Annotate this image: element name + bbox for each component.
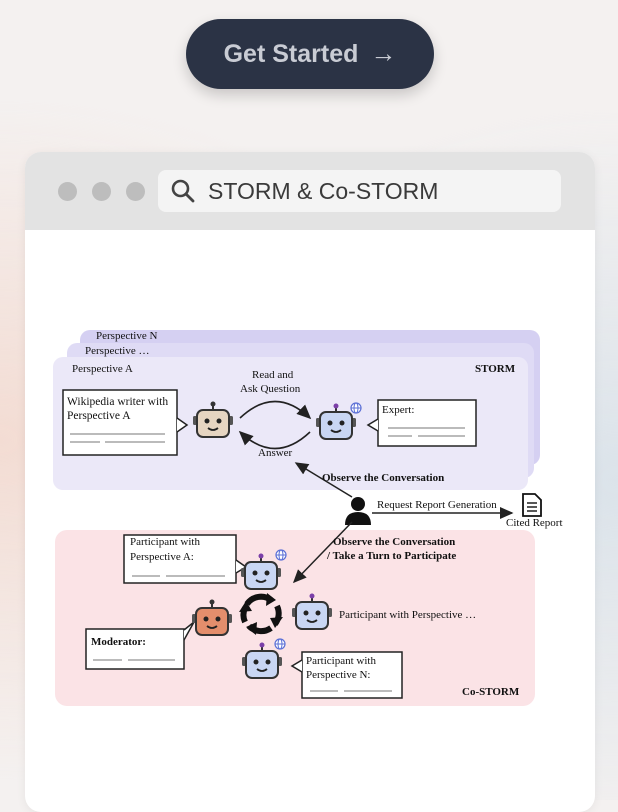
participant-n-robot-icon (242, 638, 286, 679)
participant-n-line-2: Perspective N: (306, 669, 371, 681)
participant-n-speech-bubble (290, 651, 403, 699)
participant-a-robot-icon (241, 549, 287, 590)
participant-a-line-1: Participant with (130, 536, 200, 548)
perspective-n-label: Perspective N (96, 330, 158, 342)
cited-report-label: Cited Report (506, 517, 563, 529)
participant-n-line-1: Participant with (306, 655, 376, 667)
perspective-dots-label: Perspective … (85, 345, 150, 357)
participant-a-line-2: Perspective A: (130, 551, 194, 563)
writer-line-2: Perspective A (67, 410, 131, 422)
get-started-button[interactable]: Get Started → (186, 19, 434, 89)
expert-label: Expert: (382, 404, 415, 416)
observe-arrow-costorm (292, 521, 353, 584)
search-icon (171, 179, 195, 203)
expert-robot-icon (316, 402, 362, 440)
participant-dots-label: Participant with Perspective … (339, 609, 477, 621)
read-line-2: Ask Question (240, 383, 301, 395)
search-bar[interactable]: STORM & Co-STORM (158, 170, 561, 212)
answer-label: Answer (258, 447, 293, 459)
moderator-label: Moderator: (91, 636, 146, 648)
observe-label-2: Observe the Conversation (333, 536, 456, 548)
participant-dots-robot-icon (292, 593, 332, 630)
user-person-icon (345, 497, 371, 525)
window-titlebar: STORM & Co-STORM (25, 152, 595, 230)
get-started-label: Get Started (223, 39, 359, 68)
take-turn-label: / Take a Turn to Participate (327, 550, 457, 562)
search-query: STORM & Co-STORM (208, 177, 439, 204)
window-dot-3 (126, 182, 145, 201)
window-dot-2 (92, 182, 111, 201)
arrow-right-icon: → (370, 37, 397, 68)
window-dot-1 (58, 182, 77, 201)
read-line-1: Read and (252, 369, 294, 381)
moderator-speech-bubble (85, 621, 195, 670)
observe-label-1: Observe the Conversation (322, 472, 445, 484)
ask-question-arrow (239, 400, 312, 420)
document-icon (522, 493, 542, 517)
moderator-robot-icon (192, 599, 232, 636)
costorm-label: Co-STORM (462, 686, 520, 698)
writer-robot-icon (193, 401, 233, 438)
answer-arrow (238, 430, 311, 450)
expert-speech-bubble (366, 399, 477, 447)
participant-a-speech-bubble (123, 534, 248, 584)
request-report-label: Request Report Generation (377, 499, 497, 511)
perspective-a-label: Perspective A (72, 363, 133, 375)
storm-label: STORM (475, 363, 516, 375)
writer-speech-bubble (62, 389, 189, 456)
cycle-arrows-icon (239, 593, 283, 635)
observe-arrow-storm (294, 462, 353, 498)
writer-line-1: Wikipedia writer with (67, 396, 169, 408)
